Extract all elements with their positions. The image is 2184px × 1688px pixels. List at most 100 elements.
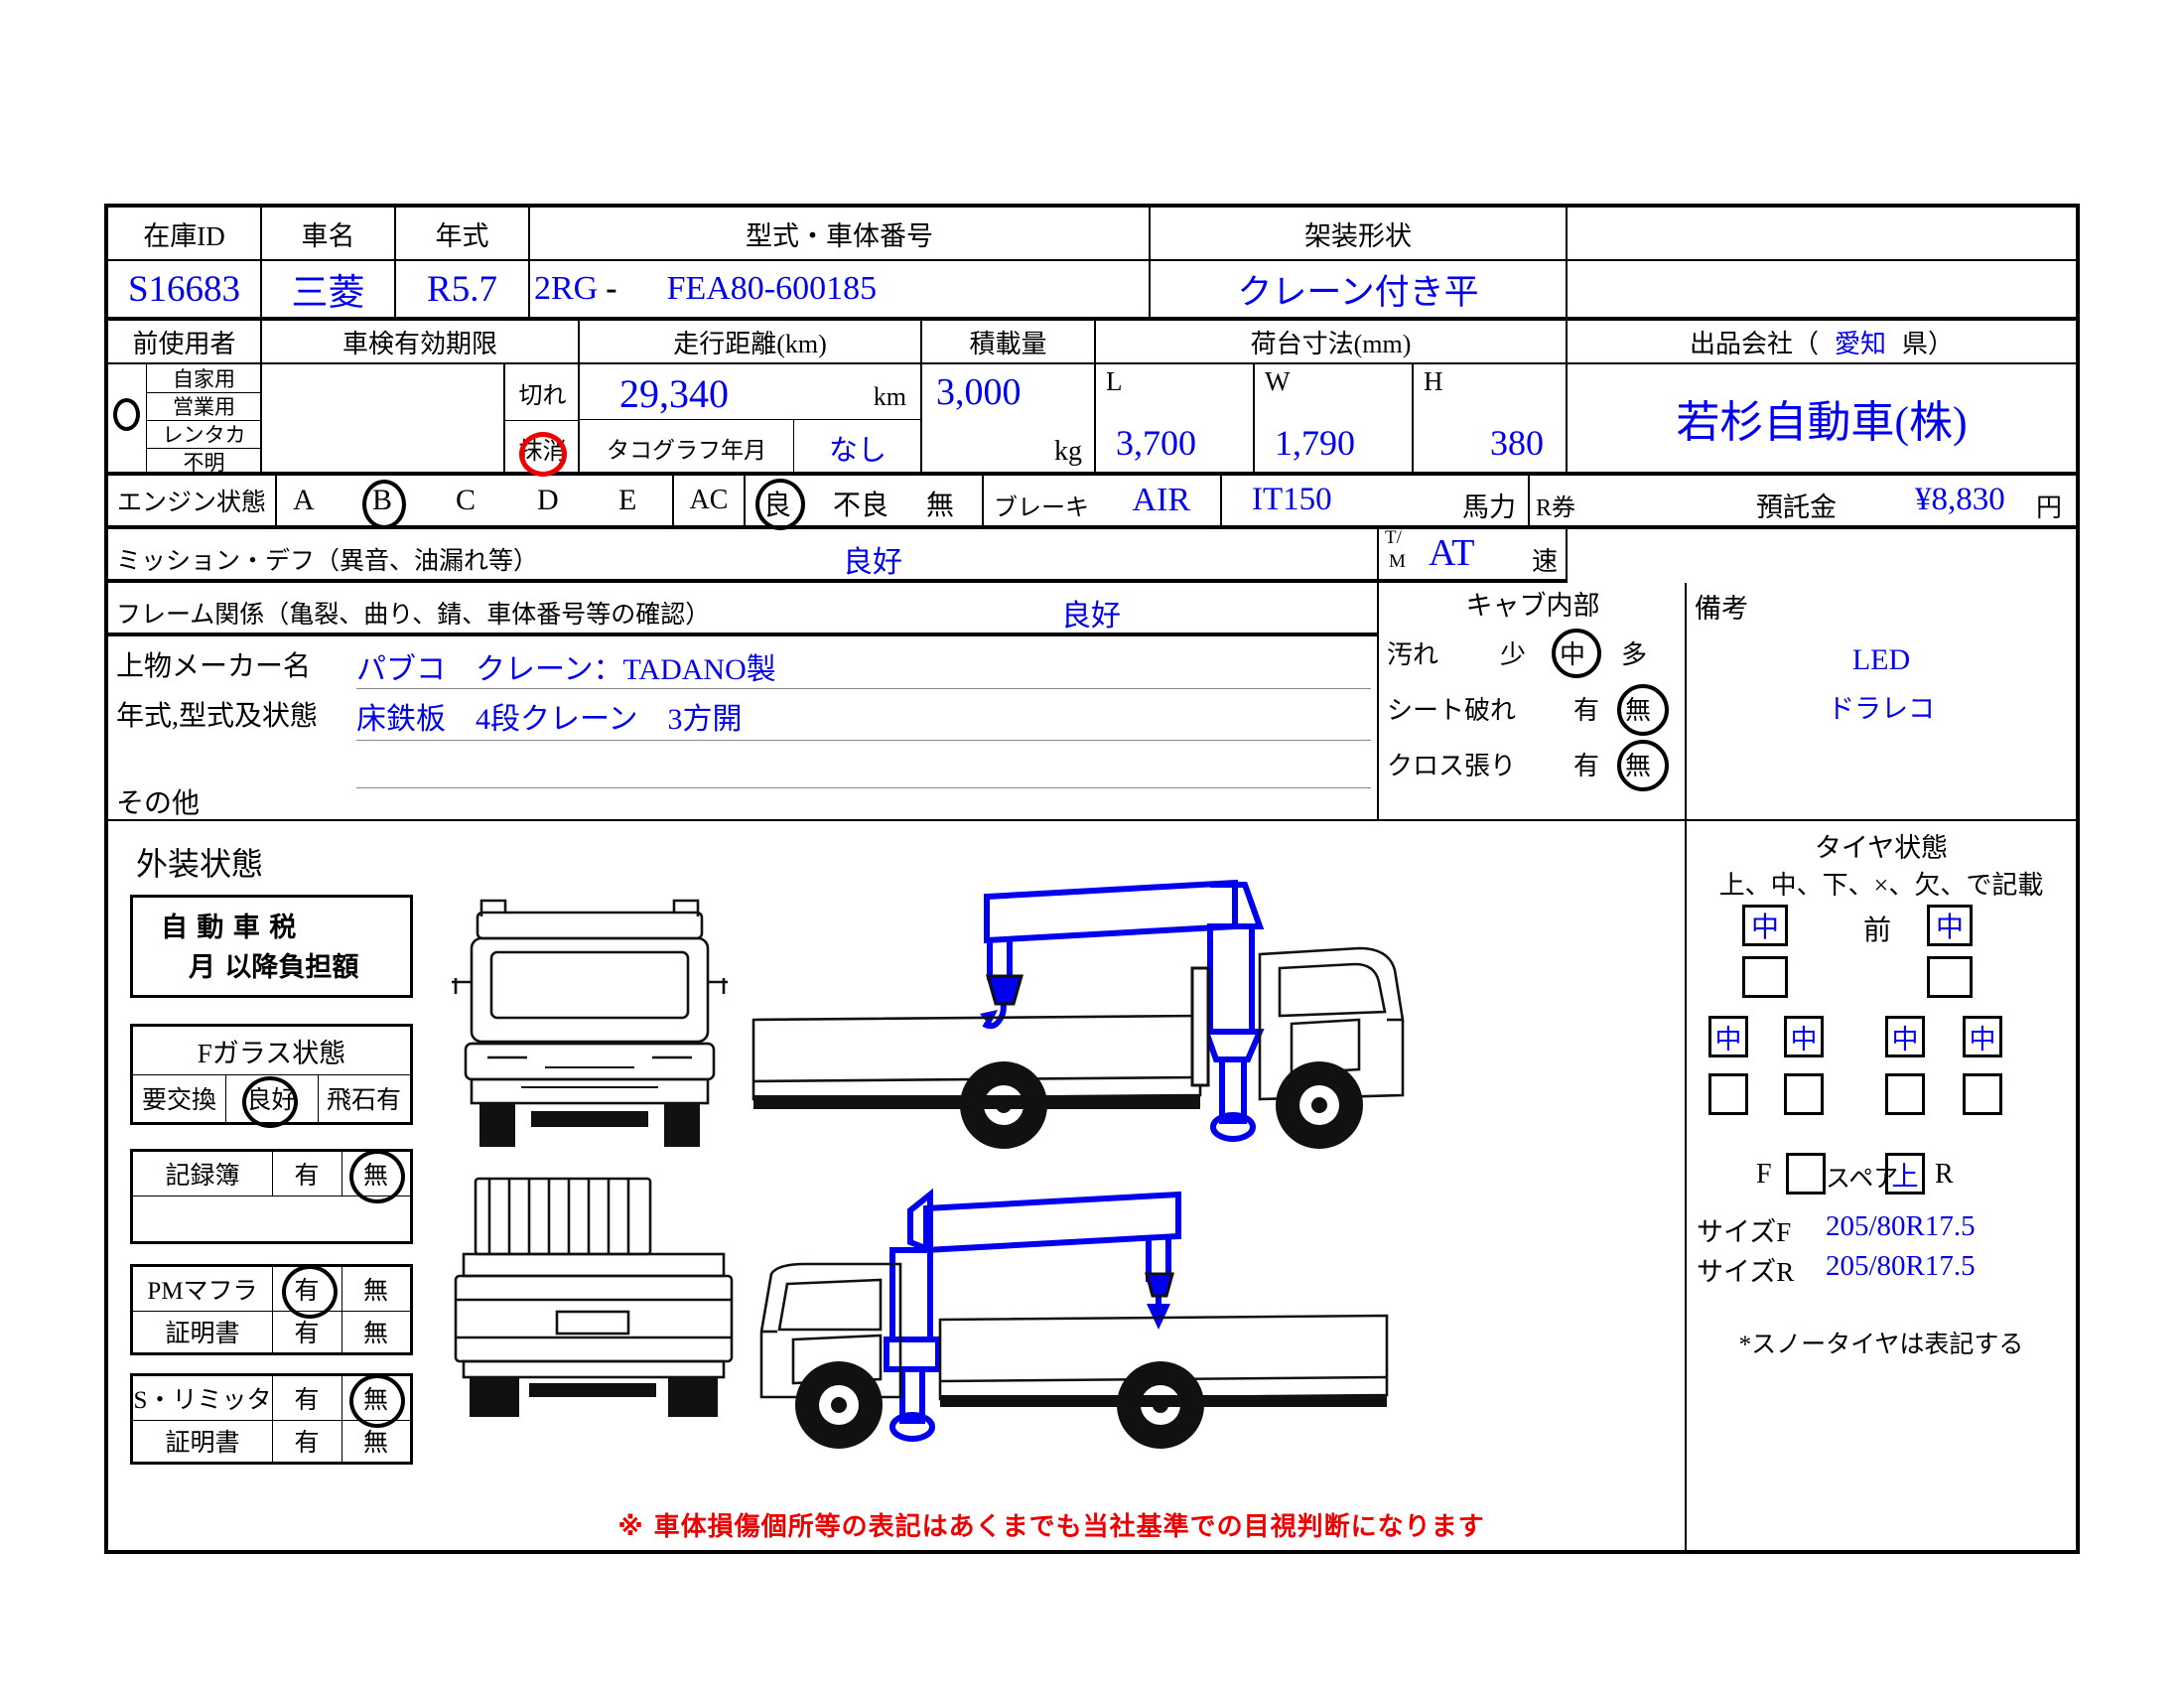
tire-rear-right-outer[interactable]: 中	[1963, 1016, 2002, 1057]
engine-grade-c[interactable]: C	[456, 484, 477, 516]
speed-limiter-label: S・リミッタ	[133, 1376, 273, 1421]
remarks-panel[interactable]: 備考 LED ドラレコ	[1687, 583, 2076, 821]
tire-rear-left-outer[interactable]: 中	[1708, 1016, 1748, 1057]
cab-dirt-high[interactable]: 多	[1621, 640, 1648, 669]
tire-rear-right-inner-2[interactable]	[1885, 1073, 1925, 1115]
value-body-shape: クレーン付き平	[1151, 261, 1568, 321]
inspection-value[interactable]	[262, 364, 505, 476]
cab-seat-yes[interactable]: 有	[1573, 696, 1600, 725]
cab-cloth-yes[interactable]: 有	[1573, 752, 1600, 780]
engine-ac-group[interactable]: 良 不良 無	[746, 476, 984, 530]
engine-grade-a[interactable]: A	[293, 484, 315, 516]
cab-interior-panel[interactable]: キャブ内部 汚れ 少 中 多 シート破れ 有 無 クロス張り 有 無	[1379, 583, 1687, 821]
body-details-block[interactable]: 上物メーカー名 パブコ クレーン：TADANO製 年式,型式及状態 床鉄板 4段…	[108, 636, 1379, 821]
cab-row-seat[interactable]: シート破れ 有 無	[1379, 680, 1687, 736]
brake-cell[interactable]: ブレーキ AIR	[984, 476, 1222, 529]
tachograph-label: タコグラフ年月	[580, 420, 794, 476]
record-book-box[interactable]: 記録簿 有 無	[130, 1149, 413, 1244]
prev-user-option-3[interactable]: 不明	[146, 448, 262, 476]
engine-ac-label-text: AC	[689, 485, 729, 515]
cab-row-dirt[interactable]: 汚れ 少 中 多	[1379, 625, 1687, 680]
bed-L[interactable]: L 3,700	[1096, 364, 1255, 476]
tire-front-left-2[interactable]	[1742, 956, 1788, 998]
prev-user-option-2[interactable]: レンタカ	[146, 420, 262, 449]
label-stock-id-text: 在庫ID	[143, 220, 225, 251]
engine-grade-e[interactable]: E	[618, 484, 637, 516]
s-cert-yes[interactable]: 有	[272, 1420, 342, 1462]
front-glass-replace[interactable]: 要交換	[133, 1074, 226, 1122]
pm-muffler-box[interactable]: PMマフラ 有 無 証明書 有 無	[130, 1264, 413, 1355]
cab-row-cloth[interactable]: クロス張り 有 無	[1379, 736, 1687, 791]
speed-limiter-box[interactable]: S・リミッタ 有 無 証明書 有 無	[130, 1373, 413, 1465]
it-power-cell[interactable]: IT150 馬力	[1222, 476, 1530, 529]
front-glass-chip[interactable]: 飛石有	[318, 1074, 410, 1122]
record-book-label: 記録簿	[133, 1152, 273, 1196]
body-maker-label: 上物メーカー名	[116, 651, 312, 682]
cab-dirt-low[interactable]: 少	[1500, 640, 1527, 669]
body-spec-value: 床鉄板 4段クレーン 3方開	[356, 703, 743, 736]
automobile-tax-line1: 自 動 車 税	[161, 913, 297, 943]
engine-ac-bad[interactable]: 不良	[833, 491, 889, 521]
bed-H[interactable]: H 380	[1414, 364, 1568, 476]
prev-user-option-0[interactable]: 自家用	[146, 364, 262, 393]
pm-cert-no[interactable]: 無	[341, 1311, 410, 1352]
tire-rear-left-inner-text: 中	[1790, 1024, 1818, 1055]
cab-seat-selected-mark	[1617, 684, 1669, 736]
value-maker: 三菱	[262, 261, 396, 321]
s-cert-no[interactable]: 無	[341, 1420, 410, 1462]
front-glass-box[interactable]: Fガラス状態 要交換 良好 飛石有	[130, 1024, 413, 1128]
engine-ac-none[interactable]: 無	[926, 491, 955, 521]
mission-value: 良好	[843, 546, 902, 579]
power-label: 馬力	[1462, 492, 1516, 522]
load-value[interactable]: 3,000 kg	[922, 364, 1096, 476]
body-maker-value: パブコ クレーン：TADANO製	[356, 653, 776, 686]
label-seller: 出品会社（ 愛知 県）	[1568, 321, 2076, 364]
mission-row[interactable]: ミッション・デフ（異音、油漏れ等） 良好	[108, 529, 1379, 583]
prev-user-group[interactable]: 自家用 営業用 レンタカ 不明	[108, 364, 262, 476]
truck-side-crane-illustration-top	[751, 879, 1405, 1149]
value-chassis: FEA80-600185	[666, 270, 878, 307]
engine-grade-d[interactable]: D	[537, 484, 559, 516]
exterior-panel: 外装状態 自 動 車 税 月 以降負担額 Fガラス状態 要交換 良好 飛石有	[108, 821, 1687, 1550]
spare-f-box[interactable]	[1786, 1153, 1826, 1195]
tire-front-left[interactable]: 中	[1742, 905, 1788, 946]
front-glass-title: Fガラス状態	[133, 1027, 410, 1075]
load-value-text: 3,000	[936, 371, 1022, 413]
frame-row[interactable]: フレーム関係（亀裂、曲り、錆、車体番号等の確認） 良好	[108, 583, 1379, 636]
speed-limiter-yes[interactable]: 有	[272, 1376, 342, 1421]
tire-front-right[interactable]: 中	[1927, 905, 1973, 946]
pm-muffler-no[interactable]: 無	[341, 1267, 410, 1312]
tire-rear-left-inner[interactable]: 中	[1784, 1016, 1824, 1057]
tachograph-row[interactable]: タコグラフ年月 なし	[580, 420, 922, 476]
s-cert-yes-text: 有	[294, 1430, 320, 1457]
mileage-value[interactable]: 29,340 km	[580, 364, 922, 420]
automobile-tax-box[interactable]: 自 動 車 税 月 以降負担額	[130, 895, 413, 998]
tire-rear-left-inner-2[interactable]	[1784, 1073, 1824, 1115]
header-spare-cell	[1568, 208, 2076, 261]
tire-rear-right-outer-2[interactable]	[1963, 1073, 2002, 1115]
tire-front-right-2[interactable]	[1927, 956, 1973, 998]
tire-rear-right-inner[interactable]: 中	[1885, 1016, 1925, 1057]
label-year-text: 年式	[435, 220, 489, 251]
other-label: その他	[116, 788, 201, 819]
remarks-title: 備考	[1695, 594, 1748, 624]
prev-user-option-1[interactable]: 営業用	[146, 392, 262, 421]
bed-W[interactable]: W 1,790	[1255, 364, 1414, 476]
label-prev-user: 前使用者	[108, 321, 262, 364]
record-book-yes[interactable]: 有	[272, 1152, 342, 1196]
transmission-cell[interactable]: T/ M AT 速	[1379, 527, 1568, 583]
spare-r-box[interactable]: 上	[1885, 1153, 1925, 1195]
label-mileage-text: 走行距離(km)	[673, 329, 827, 358]
pm-cert-yes[interactable]: 有	[272, 1311, 342, 1352]
inspection-kire[interactable]: 切れ	[505, 364, 580, 421]
value-model-prefix: 2RG	[534, 270, 599, 307]
engine-grade-selected-mark	[362, 480, 406, 529]
deposit-cell[interactable]: R券 預託金 ¥8,830 円	[1530, 476, 2076, 529]
inspection-flags[interactable]: 切れ 抹消	[505, 364, 580, 477]
tire-rear-left-outer-2[interactable]	[1708, 1073, 1748, 1115]
it-value: IT150	[1252, 482, 1332, 517]
pm-cert-label-text: 証明書	[165, 1321, 240, 1347]
label-stock-id: 在庫ID	[108, 208, 262, 261]
label-year: 年式	[396, 208, 530, 261]
engine-grade-group[interactable]: A B C D E	[277, 476, 674, 529]
